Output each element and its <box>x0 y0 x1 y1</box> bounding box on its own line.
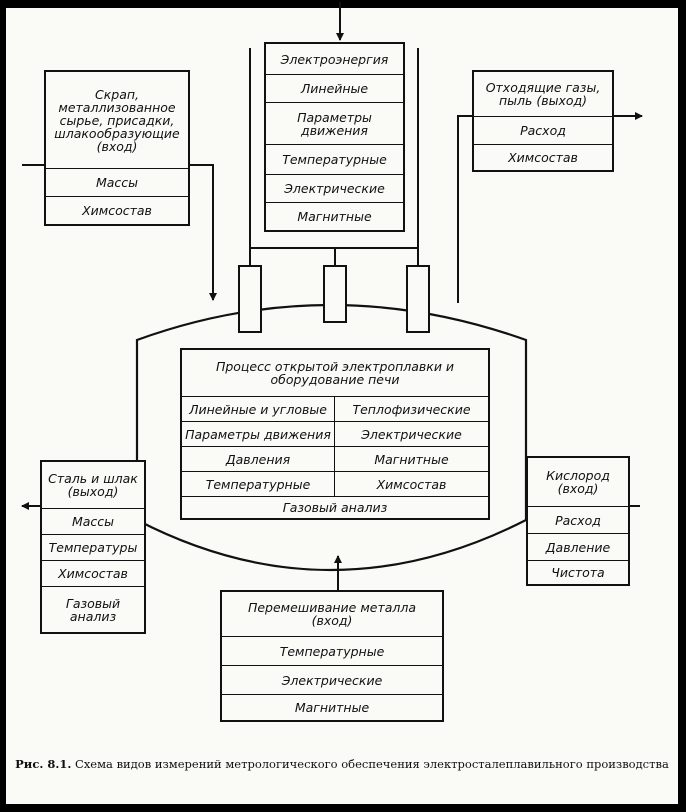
steel-item-2: Химсостав <box>42 560 144 586</box>
process-box: Процесс открытой электроплавки и оборудо… <box>180 348 490 520</box>
process-title: Процесс открытой электроплавки и оборудо… <box>215 359 455 387</box>
electrode-center <box>323 265 347 323</box>
mixing-title: Перемешивание металла (вход) <box>247 600 417 628</box>
process-cell-thermo: Теплофизические <box>335 396 488 421</box>
process-cell-linear: Линейные и угловые <box>182 396 335 421</box>
gases-item-1: Химсостав <box>474 144 612 170</box>
oxygen-item-2: Чистота <box>528 560 628 584</box>
steel-item-1: Температуры <box>42 534 144 560</box>
power-title: Электроэнергия <box>280 51 389 67</box>
mixing-box: Перемешивание металла (вход) Температурн… <box>220 590 444 722</box>
power-item-0: Линейные <box>266 74 403 102</box>
process-cell-magnetic: Магнитные <box>335 446 488 471</box>
oxygen-title: Кислород (вход) <box>546 468 610 496</box>
power-item-2: Температурные <box>266 144 403 174</box>
power-item-4: Магнитные <box>266 202 403 230</box>
oxygen-box: Кислород (вход) Расход Давление Чистота <box>526 456 630 586</box>
process-gas-analysis: Газовый анализ <box>182 496 488 518</box>
gases-title: Отходящие газы, пыль (выход) <box>485 80 601 108</box>
process-cell-pressure: Давления <box>182 446 335 471</box>
mixing-item-0: Температурные <box>222 636 442 665</box>
steel-item-3: Газовый анализ <box>42 586 144 632</box>
process-cell-chem: Химсостав <box>335 471 488 496</box>
oxygen-item-0: Расход <box>528 506 628 533</box>
scrap-item-1: Химсостав <box>46 196 188 224</box>
gases-item-0: Расход <box>474 116 612 144</box>
process-cell-motion: Параметры движения <box>182 421 335 446</box>
power-item-3: Электрические <box>266 174 403 202</box>
electrode-right <box>406 265 430 333</box>
scrap-box: Скрап, металлизованное сырье, присадки, … <box>44 70 190 226</box>
power-box: Электроэнергия Линейные Параметры движен… <box>264 42 405 232</box>
mixing-item-1: Электрические <box>222 665 442 694</box>
power-item-1: Параметры движения <box>266 102 403 144</box>
gases-box: Отходящие газы, пыль (выход) Расход Химс… <box>472 70 614 172</box>
steel-box: Сталь и шлак (выход) Массы Температуры Х… <box>40 460 146 634</box>
steel-item-0: Массы <box>42 508 144 534</box>
oxygen-item-1: Давление <box>528 533 628 560</box>
mixing-item-2: Магнитные <box>222 694 442 720</box>
caption-text: Схема видов измерений метрологического о… <box>75 757 669 771</box>
process-grid: Линейные и угловые Теплофизические Парам… <box>182 396 488 496</box>
steel-title: Сталь и шлак (выход) <box>48 471 138 499</box>
process-cell-temperature: Температурные <box>182 471 335 496</box>
scrap-title: Скрап, металлизованное сырье, присадки, … <box>54 86 180 154</box>
caption-label: Рис. 8.1. <box>15 757 72 771</box>
electrode-left <box>238 265 262 333</box>
process-cell-electric: Электрические <box>335 421 488 446</box>
figure-caption: Рис. 8.1. Схема видов измерений метролог… <box>12 756 672 772</box>
scrap-item-0: Массы <box>46 168 188 196</box>
